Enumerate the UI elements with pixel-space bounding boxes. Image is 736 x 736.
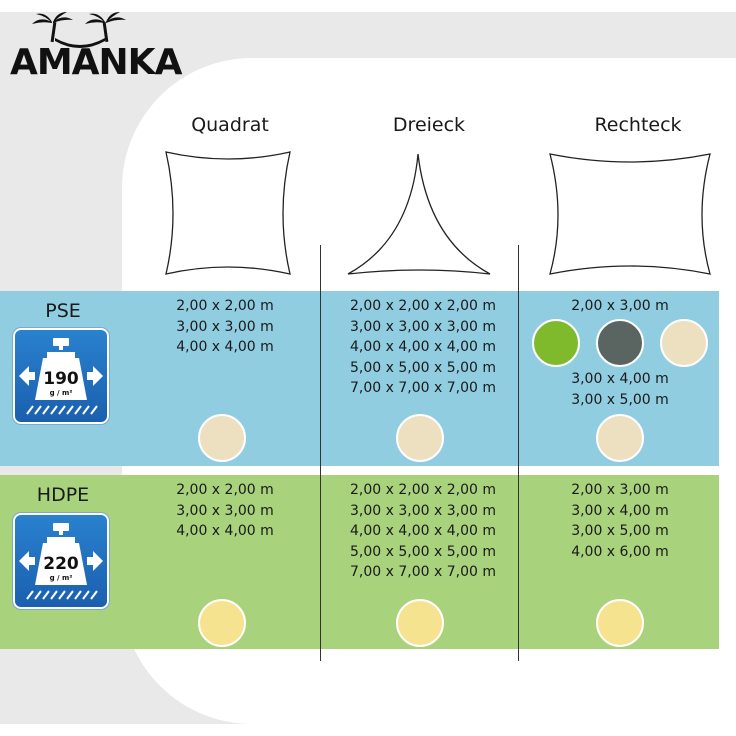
hdpe-dreieck-yellow-swatch[interactable] <box>396 599 444 647</box>
size-item: 4,00 x 4,00 m <box>176 339 274 355</box>
size-item: 3,00 x 4,00 m <box>571 502 669 519</box>
pse-quadrat-sizes: 2,00 x 2,00 m 3,00 x 3,00 m 4,00 x 4,00 … <box>150 296 300 358</box>
size-item: 3,00 x 3,00 m <box>176 502 274 519</box>
pse-dreieck-sizes: 2,00 x 2,00 x 2,00 m 3,00 x 3,00 x 3,00 … <box>338 296 508 399</box>
size-item: 3,00 x 3,00 m <box>176 318 274 335</box>
hdpe-rechteck-yellow-swatch[interactable] <box>596 599 644 647</box>
column-header-rechteck: Rechteck <box>594 114 682 136</box>
column-header-dreieck: Dreieck <box>392 114 466 136</box>
column-divider <box>320 245 321 661</box>
pse-rechteck-green-swatch[interactable] <box>532 319 580 367</box>
pse-rechteck-cream-swatch-top[interactable] <box>660 319 708 367</box>
size-item: 5,00 x 5,00 x 5,00 m <box>350 359 496 376</box>
brand-name: AMANKA <box>10 42 183 80</box>
hdpe-dreieck-sizes: 2,00 x 2,00 x 2,00 m 3,00 x 3,00 x 3,00 … <box>338 480 508 583</box>
rectangle-sail-shape <box>549 153 711 275</box>
size-item: 4,00 x 4,00 x 4,00 m <box>350 339 496 355</box>
pse-rechteck-cream-swatch[interactable] <box>596 414 644 462</box>
size-item: 4,00 x 6,00 m <box>571 543 669 560</box>
pse-rechteck-anthracite-swatch[interactable] <box>596 319 644 367</box>
amanka-logo: AMANKA <box>10 12 184 80</box>
pse-rechteck-sizes-top: 2,00 x 3,00 m <box>545 296 695 317</box>
size-item: 2,00 x 2,00 m <box>176 298 274 314</box>
size-item: 2,00 x 3,00 m <box>571 482 669 498</box>
hdpe-weight-unit: g / m² <box>50 574 73 582</box>
hdpe-quadrat-yellow-swatch[interactable] <box>198 599 246 647</box>
pse-quadrat-cream-swatch[interactable] <box>198 414 246 462</box>
pse-rechteck-sizes-bottom: 3,00 x 4,00 m 3,00 x 5,00 m <box>545 369 695 410</box>
hdpe-quadrat-sizes: 2,00 x 2,00 m 3,00 x 3,00 m 4,00 x 4,00 … <box>150 480 300 542</box>
row-label-hdpe: HDPE <box>36 484 90 506</box>
size-item: 5,00 x 5,00 x 5,00 m <box>350 543 496 560</box>
size-item: 7,00 x 7,00 x 7,00 m <box>350 564 496 580</box>
weight-stretch-icon: 220 g / m² <box>19 523 103 600</box>
size-item: 2,00 x 3,00 m <box>571 298 669 314</box>
triangle-sail-shape <box>347 153 491 275</box>
size-item: 4,00 x 4,00 x 4,00 m <box>350 523 496 539</box>
pse-weight-value: 190 <box>43 369 79 389</box>
pse-dreieck-cream-swatch[interactable] <box>396 414 444 462</box>
size-item: 3,00 x 3,00 x 3,00 m <box>350 318 496 335</box>
size-item: 4,00 x 4,00 m <box>176 523 274 539</box>
size-item: 3,00 x 4,00 m <box>571 371 669 387</box>
pse-weight-unit: g / m² <box>50 389 73 397</box>
hdpe-rechteck-sizes: 2,00 x 3,00 m 3,00 x 4,00 m 3,00 x 5,00 … <box>545 480 695 562</box>
hdpe-weight-value: 220 <box>43 554 79 574</box>
size-item: 2,00 x 2,00 x 2,00 m <box>350 482 496 498</box>
column-header-quadrat: Quadrat <box>191 114 269 136</box>
size-item: 2,00 x 2,00 x 2,00 m <box>350 298 496 314</box>
column-divider <box>518 245 519 661</box>
pse-weight-badge: 190 g / m² <box>13 328 109 424</box>
weight-stretch-icon: 190 g / m² <box>19 338 103 415</box>
square-sail-shape <box>165 151 291 275</box>
size-item: 7,00 x 7,00 x 7,00 m <box>350 380 496 396</box>
size-item: 2,00 x 2,00 m <box>176 482 274 498</box>
size-item: 3,00 x 5,00 m <box>571 523 669 539</box>
hdpe-weight-badge: 220 g / m² <box>13 513 109 609</box>
row-label-pse: PSE <box>45 300 81 322</box>
size-item: 3,00 x 5,00 m <box>571 391 669 408</box>
size-item: 3,00 x 3,00 x 3,00 m <box>350 502 496 519</box>
